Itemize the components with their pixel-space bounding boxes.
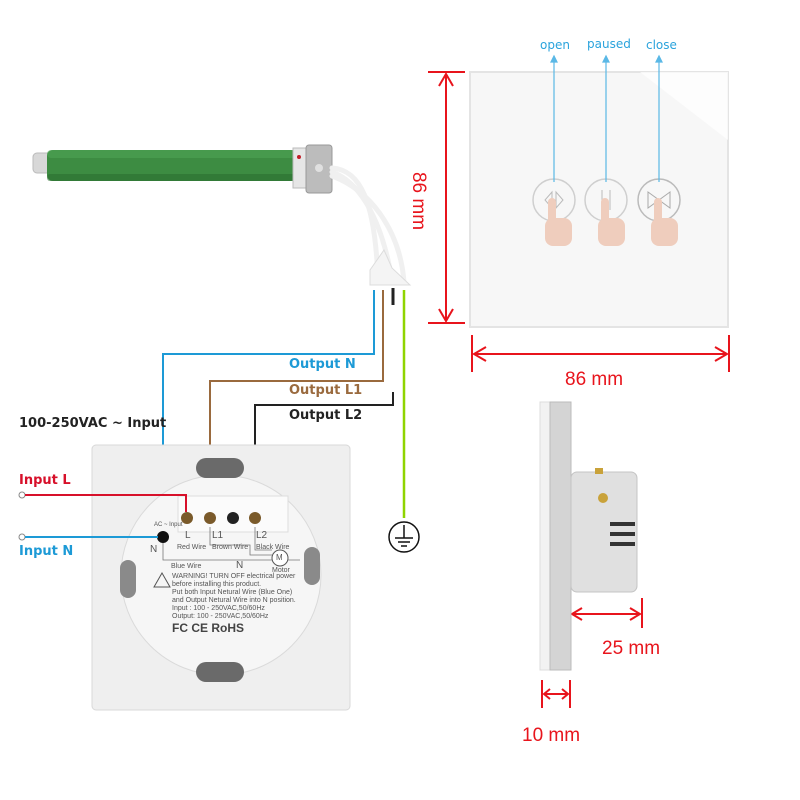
- tubular-motor: [32, 144, 333, 194]
- dimension-lines: [428, 71, 730, 708]
- switch-back-plate: [91, 444, 351, 711]
- brown-wire-label: Brown Wire: [212, 544, 249, 551]
- l-terminal-label: L: [185, 530, 191, 541]
- certification-marks: FC CE RoHS: [172, 621, 244, 635]
- finger-icon: [545, 198, 678, 246]
- open-label: open: [540, 38, 570, 52]
- motor-label: Motor: [272, 567, 290, 574]
- ground-icon: [388, 521, 420, 553]
- input-l-wire: [25, 494, 187, 512]
- input-n-label: Input N: [19, 544, 74, 559]
- warning-line-1: WARNING! TURN OFF electrical power: [172, 573, 296, 580]
- panel-depth-dimension: 10 mm: [522, 725, 581, 746]
- close-label: close: [646, 38, 677, 52]
- output-n-label: Output N: [289, 357, 356, 372]
- warning-line-4: and Output Netural Wire into N position.: [172, 597, 296, 604]
- n-center-label: N: [236, 560, 244, 571]
- motor-symbol: M: [276, 553, 283, 562]
- warning-line-6: Output: 100 - 250VAC,50/60Hz: [172, 613, 269, 620]
- output-l1-label: Output L1: [289, 383, 363, 398]
- back-depth-dimension: 25 mm: [602, 638, 661, 659]
- switch-front-panel: [469, 54, 729, 328]
- black-wire-label: Black Wire: [256, 544, 290, 551]
- l2-terminal-label: L2: [256, 530, 268, 541]
- motor-cable: [329, 165, 407, 285]
- red-wire-label: Red Wire: [177, 544, 207, 551]
- input-title: 100-250VAC ~ Input: [19, 416, 167, 431]
- paused-label: paused: [587, 37, 631, 51]
- warning-line-3: Put both Input Netural Wire (Blue One): [172, 589, 293, 596]
- height-dimension: 86 mm: [408, 171, 429, 231]
- ac-input-label: AC ~ Input: [154, 522, 183, 528]
- warning-line-5: Input : 100 - 250VAC,50/60Hz: [172, 605, 265, 612]
- switch-side-view: [539, 401, 638, 671]
- warning-line-2: before installing this product.: [172, 581, 262, 588]
- input-l-label: Input L: [19, 473, 71, 488]
- output-l2-label: Output L2: [289, 408, 363, 423]
- n-terminal-label: N: [150, 544, 158, 555]
- width-dimension: 86 mm: [565, 369, 624, 390]
- blue-wire-label: Blue Wire: [171, 563, 202, 570]
- l1-terminal-label: L1: [212, 530, 224, 541]
